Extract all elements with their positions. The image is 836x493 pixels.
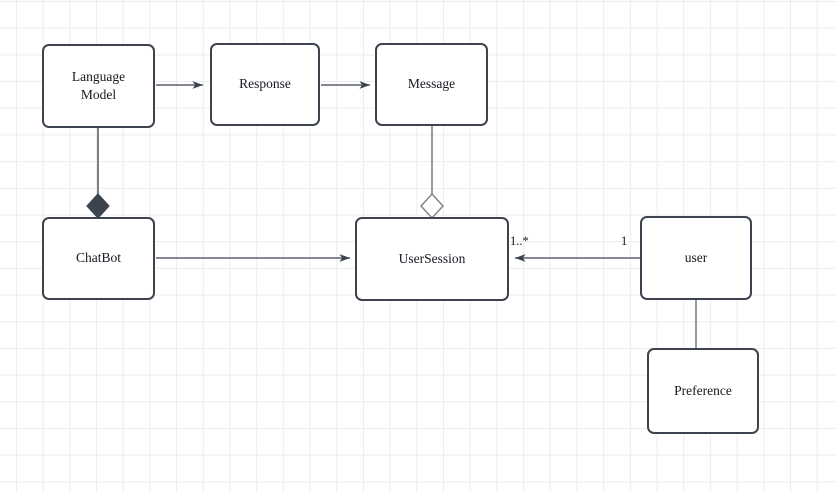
node-response[interactable]: Response — [210, 43, 320, 126]
edge-label-multiplicity-user: 1 — [621, 234, 628, 248]
edge-language-model-to-chatbot — [86, 128, 110, 219]
hollow-diamond-marker — [420, 192, 444, 220]
node-label-response: Response — [239, 76, 291, 92]
node-chatbot[interactable]: ChatBot — [42, 217, 155, 300]
edge-label-multiplicity-usersession: 1..* — [510, 234, 529, 248]
node-message[interactable]: Message — [375, 43, 488, 126]
node-user[interactable]: user — [640, 216, 752, 300]
node-label-chatbot: ChatBot — [75, 250, 121, 266]
node-preference[interactable]: Preference — [647, 348, 759, 434]
edge-message-to-usersession — [420, 126, 444, 220]
node-language-model[interactable]: Language Model — [42, 44, 155, 128]
node-usersession[interactable]: UserSession — [355, 217, 509, 301]
node-label-message: Message — [407, 76, 456, 92]
filled-diamond-marker — [86, 193, 110, 219]
node-label-user: user — [684, 249, 708, 265]
node-label-preference: Preference — [674, 382, 732, 398]
node-label-usersession: UserSession — [398, 250, 466, 266]
node-label-language-model: Language Model — [71, 68, 126, 102]
